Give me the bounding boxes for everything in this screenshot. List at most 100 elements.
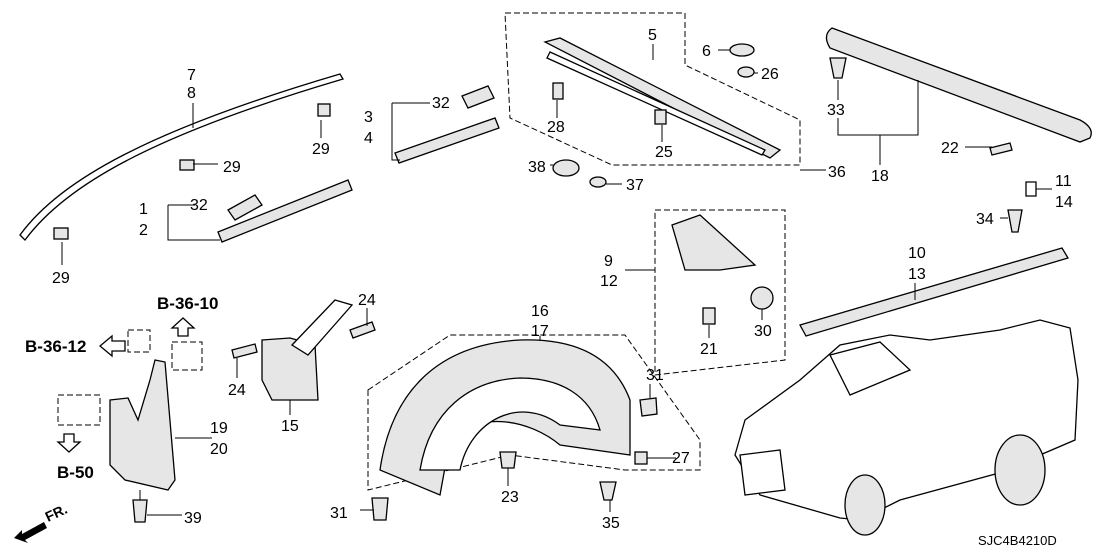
ref-box: [57, 394, 101, 426]
callout: 15: [281, 418, 299, 435]
clip-33: [829, 57, 847, 79]
bed-rail-10: [799, 247, 1069, 337]
callout: 3: [364, 109, 373, 126]
callout: 7: [187, 67, 196, 84]
cap-6: [729, 43, 755, 57]
reference-b-36-12[interactable]: B-36-12: [25, 337, 86, 356]
callout: 25: [655, 144, 673, 161]
nut-11: [1025, 181, 1037, 197]
callout: 20: [210, 441, 228, 458]
callout: 31: [330, 505, 348, 522]
callout: 16: [531, 303, 549, 320]
callout: 24: [358, 292, 376, 309]
clip-37: [589, 176, 607, 188]
diagram-code: SJC4B4210D: [978, 533, 1057, 548]
truck-grille: [739, 449, 786, 496]
callout: 34: [976, 211, 994, 228]
clip-25: [654, 109, 667, 125]
callout: 11: [1055, 173, 1072, 190]
callout: 37: [626, 177, 644, 194]
arrow-up-icon: [170, 317, 196, 337]
reference-b-50[interactable]: B-50: [57, 463, 94, 482]
callout: 26: [761, 66, 779, 83]
group-box-9: [654, 209, 786, 376]
clip-29: [53, 227, 69, 240]
callout: 2: [139, 222, 148, 239]
callout: 1: [139, 201, 148, 218]
grommet-30: [750, 286, 774, 310]
callout: 31: [646, 367, 664, 384]
front-arrow-icon: [14, 522, 47, 543]
front-indicator: FR.: [43, 501, 70, 525]
side-molding-lower: [217, 179, 353, 243]
reference-b-36-10[interactable]: B-36-10: [157, 294, 218, 313]
clip-28: [552, 82, 564, 100]
ref-box: [127, 329, 151, 353]
mud-flap: [109, 359, 176, 491]
tailgate-spoiler-18: [825, 27, 1092, 143]
callout: 12: [600, 273, 618, 290]
callout: 24: [228, 382, 246, 399]
tape-32: [227, 194, 263, 221]
ref-box: [171, 341, 203, 371]
leader-lines: [61, 44, 1052, 516]
callout: 17: [531, 323, 549, 340]
tape-32: [461, 85, 495, 109]
bolt-24: [231, 343, 258, 359]
arrow-left-icon: [98, 334, 126, 358]
screw-22: [989, 142, 1013, 156]
truck-windshield: [829, 341, 912, 396]
side-molding-upper: [394, 117, 500, 164]
grommet-38: [552, 159, 580, 177]
clip-29: [179, 159, 195, 171]
callout: 13: [908, 266, 926, 283]
callout: 33: [827, 102, 845, 119]
bolt-24: [349, 321, 376, 339]
callout: 8: [187, 85, 196, 102]
screw-35: [599, 481, 617, 501]
truck-wheel: [994, 434, 1046, 506]
callout: 29: [52, 270, 70, 287]
bracket-9: [671, 214, 757, 271]
callout: 30: [754, 323, 772, 340]
group-box-36: [504, 12, 801, 166]
callout: 27: [672, 450, 690, 467]
callouts: 7 8 29 29 29 32 32 3 4 1 2 5 6 26 28 25 …: [52, 27, 1073, 532]
callout: 28: [547, 119, 565, 136]
fender-liner-inner: [419, 377, 601, 471]
callout: 29: [223, 159, 241, 176]
callout: 4: [364, 130, 373, 147]
screw-39: [132, 499, 148, 523]
screw-23: [499, 451, 517, 469]
bracket-15: [290, 299, 354, 356]
callout: 23: [501, 489, 519, 506]
clip-27: [634, 451, 648, 465]
callout: 32: [190, 197, 208, 214]
callout: 39: [184, 510, 202, 527]
bolt-31: [639, 397, 658, 417]
callout: 14: [1055, 194, 1073, 211]
callout: 6: [702, 43, 711, 60]
callout: 32: [432, 95, 450, 112]
roof-molding: [19, 73, 344, 241]
callout: 22: [941, 140, 959, 157]
screw-34: [1007, 209, 1023, 233]
callout: 21: [700, 341, 718, 358]
callout: 35: [602, 515, 620, 532]
nut-26: [737, 66, 755, 78]
callout: 5: [648, 27, 657, 44]
spoiler-lip: [546, 51, 766, 156]
arrow-down-icon: [56, 433, 82, 453]
callout: 36: [828, 164, 846, 181]
splash-shield-15: [261, 337, 319, 401]
callout: 9: [604, 253, 613, 270]
clip-21: [702, 307, 716, 325]
truck-wheel: [844, 474, 886, 536]
clip-29: [317, 103, 331, 117]
bolt-31: [371, 497, 389, 521]
callout: 29: [312, 141, 330, 158]
callout: 18: [871, 168, 889, 185]
callout: 38: [528, 159, 546, 176]
